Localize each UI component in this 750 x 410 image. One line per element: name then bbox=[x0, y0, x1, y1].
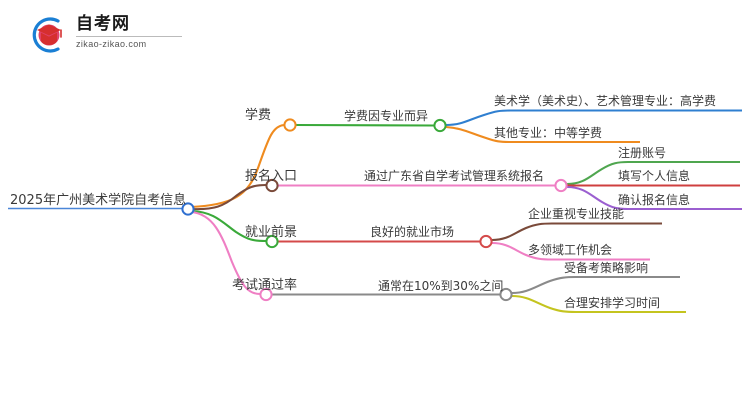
node-dot-root[interactable] bbox=[181, 202, 195, 216]
edge-root-to-branch-4 bbox=[190, 210, 261, 296]
node-label-tuition[interactable]: 学费 bbox=[245, 108, 272, 123]
edge-child-to-leaf-2-1 bbox=[566, 160, 740, 186]
node-dot-branch-2[interactable] bbox=[265, 178, 279, 193]
node-label-tuition-varies[interactable]: 学费因专业而异 bbox=[344, 109, 429, 123]
node-label-register-account[interactable]: 注册账号 bbox=[618, 146, 667, 160]
node-dot-branch-3[interactable] bbox=[265, 234, 279, 249]
mindmap-root-label[interactable]: 2025年广州美术学院自考信息 bbox=[10, 193, 187, 208]
node-label-skills-valued[interactable]: 企业重视专业技能 bbox=[528, 207, 625, 221]
edge-child-to-leaf-3-1 bbox=[491, 222, 662, 242]
edge-child-to-leaf-2-3 bbox=[566, 185, 742, 211]
edge-root-to-branch-1 bbox=[190, 123, 285, 209]
edge-root-to-branch-3 bbox=[191, 209, 267, 243]
node-dot-branch-1-child[interactable] bbox=[433, 118, 447, 133]
node-label-strategy-impact[interactable]: 受备考策略影响 bbox=[564, 261, 649, 275]
node-dot-branch-2-child[interactable] bbox=[554, 178, 568, 193]
node-dot-branch-4[interactable] bbox=[259, 287, 273, 302]
node-label-confirm-registration[interactable]: 确认报名信息 bbox=[618, 193, 691, 207]
node-label-study-schedule[interactable]: 合理安排学习时间 bbox=[564, 296, 661, 310]
node-dot-branch-1[interactable] bbox=[283, 118, 297, 132]
brand-name-cn: 自考网 bbox=[76, 14, 130, 34]
node-label-tuition-high[interactable]: 美术学（美术史）、艺术管理专业：高学费 bbox=[494, 94, 717, 108]
node-label-pass-rate[interactable]: 考试通过率 bbox=[232, 278, 298, 293]
graduation-cap-icon bbox=[28, 16, 70, 54]
site-logo: 自考网 zikao-zikao.com bbox=[28, 10, 188, 58]
edge-child-to-leaf-4-1 bbox=[511, 275, 680, 295]
edge-child-to-leaf-4-2 bbox=[511, 294, 686, 314]
node-label-fill-personal-info[interactable]: 填写个人信息 bbox=[618, 169, 691, 183]
node-dot-branch-4-child[interactable] bbox=[499, 287, 513, 302]
edge-child-to-leaf-1-2 bbox=[445, 125, 640, 144]
node-label-employment-outlook[interactable]: 就业前景 bbox=[245, 225, 298, 240]
edge-root-to-branch-2 bbox=[191, 183, 267, 211]
edge-branch1-to-child bbox=[295, 123, 435, 127]
brand-website-url: zikao-zikao.com bbox=[76, 39, 147, 49]
node-label-pass-rate-range[interactable]: 通常在10%到30%之间 bbox=[378, 279, 504, 293]
edge-child-to-leaf-1-1 bbox=[445, 109, 742, 127]
node-label-registration-system[interactable]: 通过广东省自学考试管理系统报名 bbox=[364, 169, 545, 183]
node-label-registration-entry[interactable]: 报名入口 bbox=[245, 169, 298, 184]
node-label-tuition-medium[interactable]: 其他专业：中等学费 bbox=[494, 126, 603, 140]
node-dot-branch-3-child[interactable] bbox=[479, 234, 493, 249]
node-label-good-job-market[interactable]: 良好的就业市场 bbox=[370, 225, 455, 239]
logo-text: 自考网 zikao-zikao.com bbox=[76, 14, 186, 50]
node-label-multi-field-jobs[interactable]: 多领域工作机会 bbox=[528, 243, 613, 257]
logo-divider bbox=[76, 36, 182, 37]
edge-child-to-leaf-3-2 bbox=[491, 241, 650, 261]
